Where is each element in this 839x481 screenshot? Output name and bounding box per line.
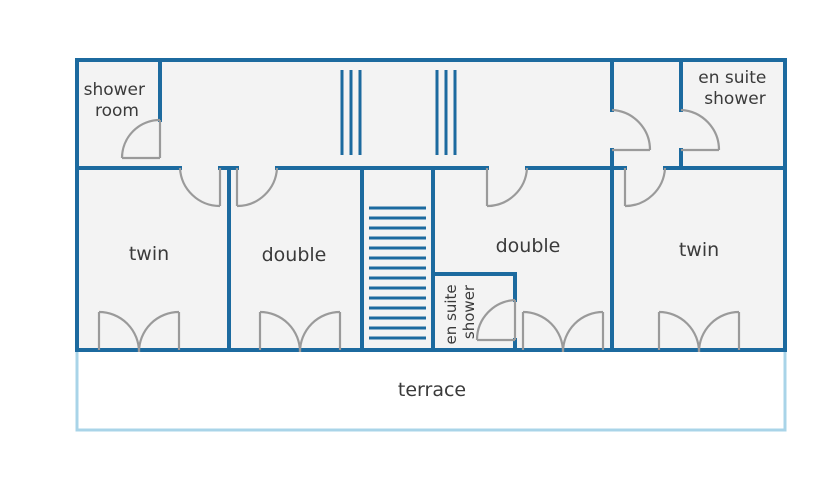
doors xyxy=(97,108,741,353)
label-double-left: double xyxy=(262,244,327,266)
terrace-doors-double-left xyxy=(258,310,342,353)
terrace-doors-double-right xyxy=(521,310,605,353)
terrace-doors-twin-left xyxy=(97,310,181,353)
door-double-right xyxy=(485,167,529,208)
door-en-suite-top xyxy=(680,108,721,152)
terrace-doors-twin-right xyxy=(657,310,741,353)
door-double-left xyxy=(235,167,279,208)
walls xyxy=(75,58,787,352)
label-double-right: double xyxy=(496,235,561,257)
door-twin-right xyxy=(623,167,667,208)
staircase xyxy=(369,206,426,340)
door-top-right-1 xyxy=(611,108,652,152)
label-twin-right: twin xyxy=(679,239,719,261)
corridor-vent-marks xyxy=(340,70,457,155)
label-terrace: terrace xyxy=(398,379,466,401)
door-en-suite-small xyxy=(475,298,517,342)
label-en-suite-shower-top: en suite shower xyxy=(698,68,772,109)
terrace-area xyxy=(75,348,787,432)
door-twin-left xyxy=(178,167,222,208)
label-twin-left: twin xyxy=(129,243,169,265)
door-shower-room xyxy=(120,118,162,160)
label-en-suite-shower-small: en suite shower xyxy=(442,280,478,345)
label-shower-room: shower room xyxy=(84,80,151,121)
